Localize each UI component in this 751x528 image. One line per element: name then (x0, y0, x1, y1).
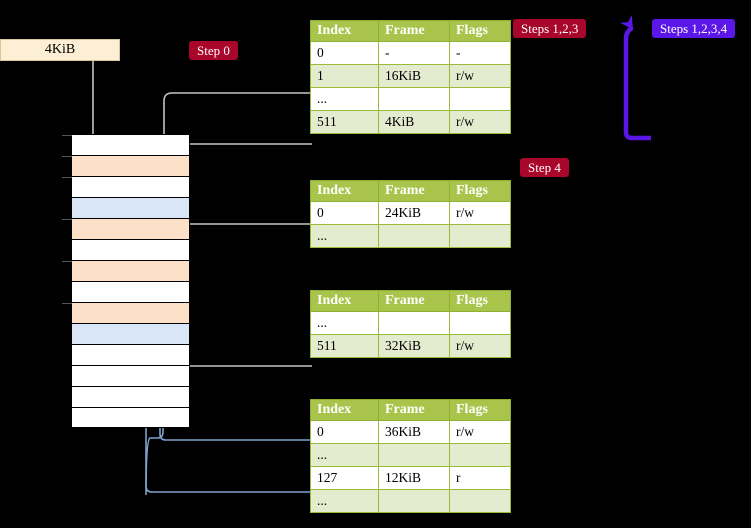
cell-index: 511 (310, 334, 379, 358)
cell-frame (378, 224, 450, 248)
memory-frame-row (62, 260, 190, 281)
cell-flags: r/w (449, 420, 511, 444)
column-header-index: Index (310, 399, 379, 421)
memory-tick-mark (62, 219, 72, 220)
cell-index: ... (310, 224, 379, 248)
column-header-index: Index (310, 20, 379, 42)
cell-frame: 4KiB (378, 110, 450, 134)
cell-frame (378, 311, 450, 335)
cell-index: 127 (310, 466, 379, 490)
badge-step-4: Step 4 (520, 158, 569, 177)
cell-index: ... (310, 87, 379, 111)
memory-frame-row (71, 365, 190, 386)
memory-tick-mark (62, 135, 72, 136)
memory-tick-mark (62, 156, 72, 157)
badge-steps-1234: Steps 1,2,3,4 (652, 19, 736, 38)
column-header-index: Index (310, 180, 379, 202)
cell-index: ... (310, 489, 379, 513)
cell-frame: 36KiB (378, 420, 450, 444)
memory-frame-row (71, 407, 190, 428)
memory-frame-row (62, 176, 190, 197)
memory-frame-row (71, 239, 190, 260)
memory-tick-mark (62, 261, 72, 262)
memory-frame-row (71, 344, 190, 365)
memory-tick-mark (62, 303, 72, 304)
memory-frame-row (71, 386, 190, 407)
memory-tick-mark (62, 177, 72, 178)
cell-frame: 16KiB (378, 64, 450, 88)
badge-steps-123: Steps 1,2,3 (513, 19, 587, 38)
table-row: ... (310, 87, 511, 111)
cell-flags: - (449, 41, 511, 65)
cell-index: 511 (310, 110, 379, 134)
cell-flags (449, 311, 511, 335)
column-header-index: Index (310, 290, 379, 312)
table-row: 0-- (310, 41, 511, 65)
cell-index: 0 (310, 41, 379, 65)
cell-index: 0 (310, 201, 379, 225)
frame-size-box: 4KiB (0, 39, 120, 61)
cell-frame (378, 87, 450, 111)
cell-index: 1 (310, 64, 379, 88)
arrow-purple-bracket (620, 14, 651, 141)
cell-flags (449, 489, 511, 513)
memory-frame-row (71, 281, 190, 302)
column-header-frame: Frame (378, 290, 450, 312)
column-header-frame: Frame (378, 399, 450, 421)
physical-memory-column (62, 134, 190, 428)
table-row: ... (310, 443, 511, 467)
memory-frame-row (62, 134, 190, 155)
cell-flags: r/w (449, 201, 511, 225)
memory-frame-row (62, 302, 190, 323)
cell-flags (449, 443, 511, 467)
cell-index: ... (310, 311, 379, 335)
cell-flags: r/w (449, 110, 511, 134)
frame-size-label: 4KiB (44, 42, 76, 57)
column-header-flags: Flags (449, 290, 511, 312)
badge-step-0: Step 0 (189, 41, 238, 60)
column-header-flags: Flags (449, 399, 511, 421)
memory-frame-row (71, 197, 190, 218)
cell-flags (449, 224, 511, 248)
column-header-frame: Frame (378, 180, 450, 202)
cell-frame: 24KiB (378, 201, 450, 225)
table-row: ... (310, 224, 511, 248)
table-row: ... (310, 489, 511, 513)
cell-index: ... (310, 443, 379, 467)
wire-l1-row0-to-memory (177, 223, 312, 268)
memory-frame-row (62, 218, 190, 239)
cell-flags (449, 87, 511, 111)
cell-frame: 32KiB (378, 334, 450, 358)
cell-flags: r/w (449, 64, 511, 88)
table-row: ... (310, 311, 511, 335)
cell-frame (378, 443, 450, 467)
column-header-flags: Flags (449, 20, 511, 42)
cell-frame: - (378, 41, 450, 65)
wire-l2-511-to-memory (172, 308, 312, 367)
cell-index: 0 (310, 420, 379, 444)
column-header-flags: Flags (449, 180, 511, 202)
memory-frame-row (71, 323, 190, 344)
cell-frame (378, 489, 450, 513)
cell-flags: r/w (449, 334, 511, 358)
memory-frame-row (62, 155, 190, 176)
cell-flags: r (449, 466, 511, 490)
column-header-frame: Frame (378, 20, 450, 42)
cell-frame: 12KiB (378, 466, 450, 490)
